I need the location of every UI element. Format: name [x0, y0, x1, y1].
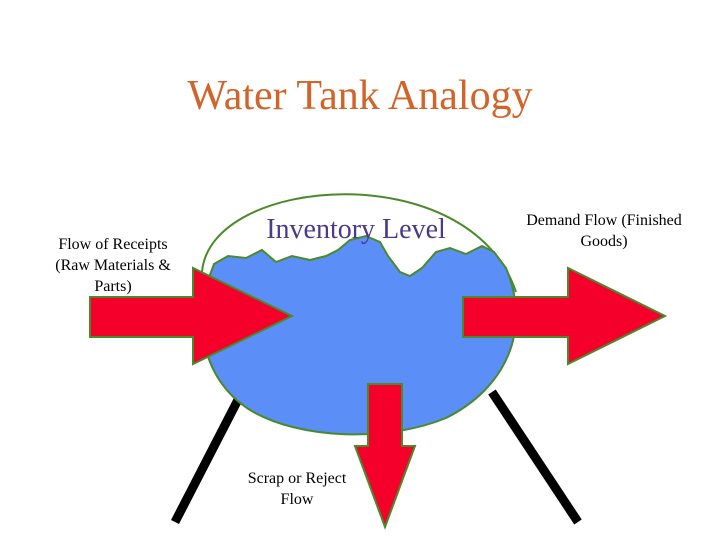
receipts-label-line: Flow of Receipts	[58, 236, 168, 253]
demand-label-line: Goods)	[580, 233, 628, 250]
demand-outflow-arrow	[462, 266, 668, 366]
demand-flow-label: Demand Flow (Finished Goods)	[504, 210, 704, 252]
receipts-inflow-arrow	[89, 266, 295, 366]
demand-label-line: Demand Flow (Finished	[526, 212, 682, 229]
tank-leg-right	[488, 389, 582, 525]
receipts-label-line: (Raw Materials &	[55, 257, 171, 274]
tank-dome-outline	[201, 193, 517, 293]
tank-leg-left	[170, 389, 247, 525]
receipts-label-line: Parts)	[94, 278, 132, 295]
scrap-label-line: Flow	[280, 491, 314, 508]
water-body	[201, 234, 518, 436]
scrap-flow-label: Scrap or Reject Flow	[222, 468, 372, 510]
inventory-level-label: Inventory Level	[266, 214, 446, 245]
scrap-label-line: Scrap or Reject	[247, 470, 347, 487]
scrap-outflow-arrow	[353, 383, 417, 530]
page-title: Water Tank Analogy	[187, 73, 533, 119]
receipts-flow-label: Flow of Receipts (Raw Materials & Parts)	[28, 234, 198, 297]
